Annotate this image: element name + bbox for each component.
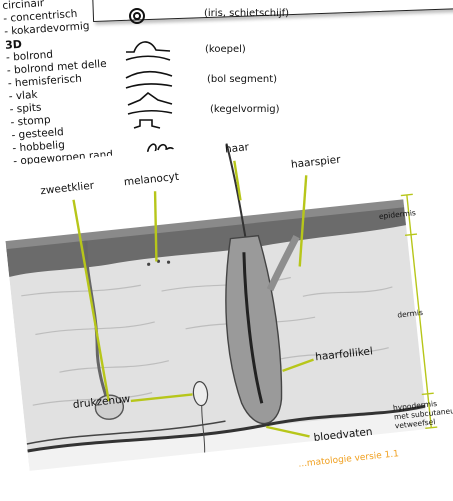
segment-sketch-lower-icon — [126, 84, 172, 88]
segment-sketch-icon — [126, 72, 172, 78]
label-haar: haar — [224, 141, 249, 155]
dome-sketch-icon — [126, 42, 170, 52]
skin-illustration — [0, 120, 453, 500]
shape-label-koepel: (koepel) — [205, 44, 246, 55]
iris-icon — [130, 9, 144, 23]
shape-label-kegelvormig: (kegelvormig) — [210, 104, 280, 115]
dome-sketch-lower-icon — [126, 56, 170, 60]
skin-diagram: zweetklier melanocyt haar haarspier haar… — [0, 120, 453, 500]
cone-sketch-lower-icon — [128, 111, 172, 114]
cone-sketch-icon — [128, 93, 172, 105]
page: circinair - concentrisch - kokardevormig… — [0, 0, 453, 490]
stalk-sketch-icon — [134, 120, 160, 128]
shape-label-bol-segment: (bol segment) — [207, 74, 277, 85]
shape-label-iris: (iris, schietschijf) — [204, 8, 289, 19]
